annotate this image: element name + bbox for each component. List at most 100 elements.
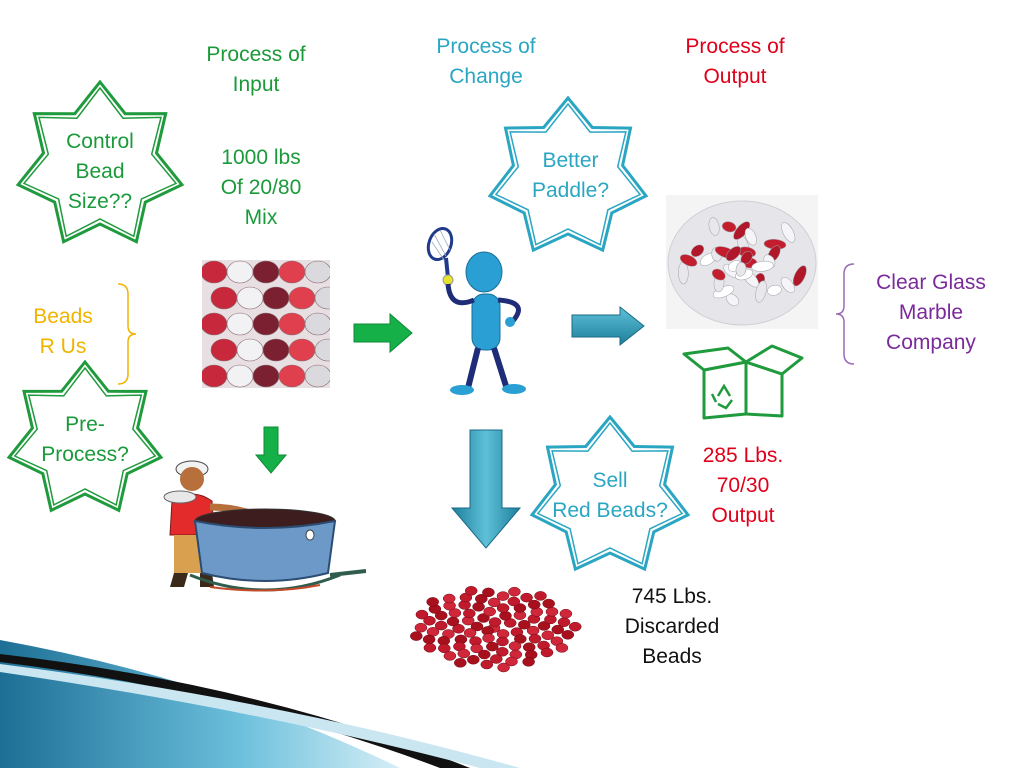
decorative-swoosh <box>0 640 520 768</box>
arrow-input-to-change <box>353 312 413 354</box>
bead <box>497 662 510 673</box>
supplier-bracket <box>117 283 137 385</box>
bead <box>679 254 698 267</box>
bead <box>792 265 807 287</box>
recycle-box-icon <box>682 344 804 420</box>
bead <box>467 654 480 665</box>
bead <box>486 641 499 652</box>
discard-amount-label: 745 Lbs. Discarded Beads <box>624 585 720 668</box>
bead <box>711 268 726 281</box>
bead <box>513 603 527 613</box>
bead <box>464 586 478 596</box>
bead <box>454 658 467 668</box>
bead <box>518 619 531 630</box>
bead <box>708 217 720 236</box>
bead <box>423 615 436 626</box>
bead <box>537 621 551 631</box>
bead <box>304 260 330 284</box>
stick-figure-with-racket-icon <box>426 227 526 395</box>
bead <box>226 260 254 284</box>
bead <box>278 312 306 336</box>
bead <box>490 654 503 664</box>
bead <box>202 312 228 336</box>
bead <box>555 643 569 653</box>
bead <box>457 648 471 659</box>
bead <box>470 621 484 632</box>
bead <box>262 286 290 310</box>
bead <box>426 597 439 607</box>
bead <box>488 617 502 627</box>
star-preprocess-label: Pre- Process? <box>41 413 129 466</box>
output-amount-label: 285 Lbs. 70/30 Output <box>702 444 784 527</box>
star-control-label: Control Bead Size?? <box>66 130 134 213</box>
bead <box>252 260 280 284</box>
input-amount-label: 1000 lbs Of 20/80 Mix <box>220 146 302 229</box>
bead <box>463 628 477 638</box>
bead <box>477 613 490 623</box>
bead <box>505 656 518 667</box>
bead <box>545 606 559 617</box>
man-with-pot-icon <box>163 460 366 592</box>
bead <box>755 280 767 303</box>
bead <box>314 286 330 310</box>
bead <box>496 591 510 601</box>
bead <box>526 625 540 636</box>
bead <box>542 598 555 609</box>
bead <box>483 606 496 617</box>
bead <box>725 246 742 262</box>
bead <box>744 227 757 246</box>
header-process-input: Process of Input <box>206 43 306 96</box>
bead <box>496 603 510 613</box>
star-control-bead-size <box>15 80 185 244</box>
bead <box>210 338 238 362</box>
bead <box>559 608 573 619</box>
bead <box>781 222 796 243</box>
bead <box>482 633 495 643</box>
bead <box>480 659 494 670</box>
bead <box>472 602 485 612</box>
bead <box>278 364 306 388</box>
bead <box>514 634 527 644</box>
bead <box>496 636 509 647</box>
bead <box>304 364 330 388</box>
bead <box>288 338 316 362</box>
bead <box>304 312 330 336</box>
bead <box>499 611 512 621</box>
bead <box>540 647 554 658</box>
bead <box>448 608 462 618</box>
bead <box>236 338 264 362</box>
bead <box>735 262 747 277</box>
bead <box>470 643 483 654</box>
star-better-paddle <box>487 96 649 253</box>
bead <box>443 651 457 661</box>
arrow-input-down <box>254 426 288 474</box>
bead <box>434 620 448 631</box>
bead <box>442 593 456 604</box>
star-sell-label: Sell Red Beads? <box>552 469 668 522</box>
bead <box>438 643 451 654</box>
bead <box>520 592 533 603</box>
bead <box>210 286 238 310</box>
bead <box>410 631 423 641</box>
mixed-beads-image <box>202 260 330 388</box>
bead <box>202 260 228 284</box>
bead <box>541 630 555 641</box>
bead <box>721 221 737 233</box>
star-paddle-label: Better Paddle? <box>531 149 610 202</box>
customer-label: Clear Glass Marble Company <box>876 271 986 354</box>
bead <box>288 286 316 310</box>
bead <box>226 364 254 388</box>
bead <box>414 622 428 633</box>
bead <box>557 617 571 627</box>
bead <box>434 610 448 621</box>
header-process-output: Process of Output <box>685 35 785 88</box>
bead <box>482 587 495 598</box>
bead <box>767 284 782 296</box>
header-process-change: Process of Change <box>436 35 536 88</box>
bead <box>252 364 280 388</box>
bead <box>415 609 429 620</box>
bead <box>463 608 476 619</box>
bead <box>262 338 290 362</box>
customer-bracket <box>835 263 855 365</box>
bead <box>507 596 521 607</box>
